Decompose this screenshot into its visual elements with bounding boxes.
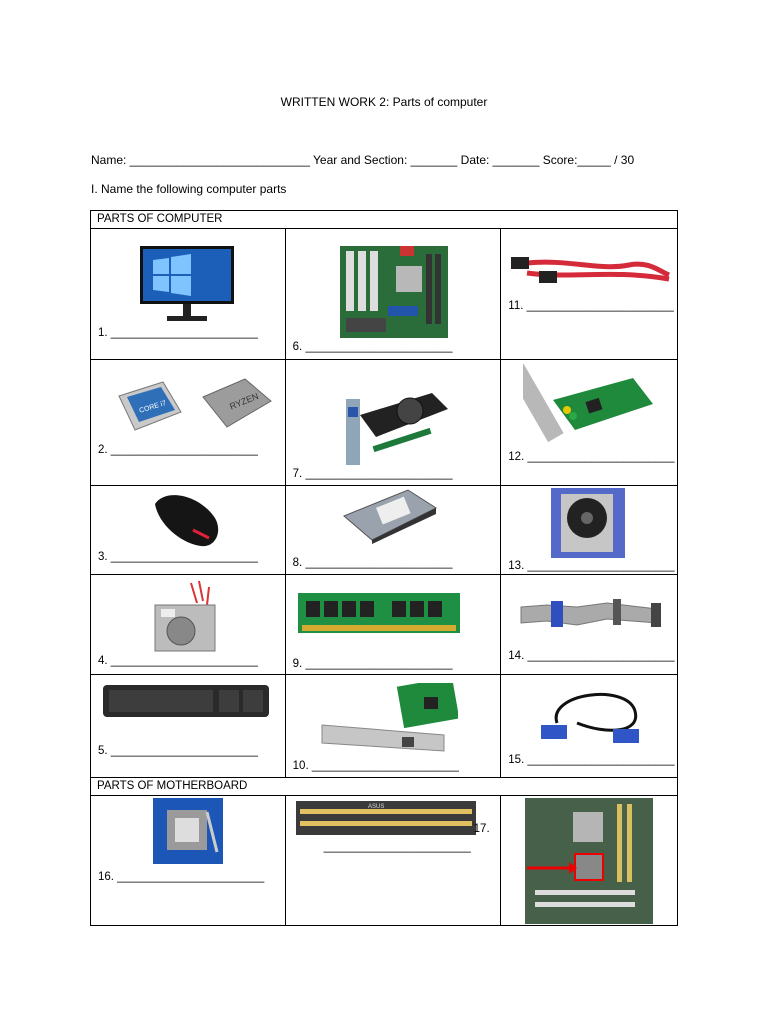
graphics-card-image [332,385,450,467]
answer-3[interactable]: 3. _______________________ [98,551,258,563]
cpu-amd-image: RYZEN [197,375,275,433]
answer-14[interactable]: 14. _______________________ [508,650,675,662]
answer-13[interactable]: 13. _______________________ [508,560,675,572]
keyboard-image [103,685,269,719]
network-card-image [320,683,458,755]
hard-drive-image [342,488,438,544]
answer-10[interactable]: 10. _______________________ [292,760,459,772]
cell-mouse: 3. _______________________ [90,485,286,575]
power-supply-image [151,579,223,653]
cell-ribbon-cable: 14. _______________________ [500,574,678,675]
cpu-socket-image [153,798,223,864]
cell-graphics-card: 7. _______________________ [284,359,502,486]
cell-processor: CORE i7 RYZEN 2. _______________________ [90,359,286,486]
answer-11[interactable]: 11. _______________________ [508,300,674,312]
answer-1[interactable]: 1. _______________________ [98,327,258,339]
cell-hard-drive: 8. _______________________ [284,485,502,575]
cell-motherboard: 6. _______________________ [284,228,502,360]
cpu-fan-image [551,488,626,558]
section-header-computer: PARTS OF COMPUTER [90,210,678,229]
cell-sata-cable: 11. _______________________ [500,228,678,360]
answer-17[interactable]: 17. [473,823,490,835]
section-header-motherboard: PARTS OF MOTHERBOARD [90,777,678,796]
answer-7[interactable]: 7. _______________________ [292,468,453,480]
cell-cpu-socket: 16. _______________________ [90,795,286,926]
cell-ram-slot: ASUS 17. _______________________ [284,795,502,926]
answer-17-line[interactable]: _______________________ [323,841,471,853]
sata-cable-image [509,249,674,289]
worksheet-title: WRITTEN WORK 2: Parts of computer [280,95,488,109]
ram-image [297,593,460,635]
answer-16[interactable]: 16. _______________________ [98,871,265,883]
cell-vga-cable: 15. _______________________ [500,674,678,778]
chipset-image [525,798,654,924]
cell-ram: 9. _______________________ [284,574,502,675]
cell-chipset [500,795,678,926]
sound-card-image [523,360,657,446]
answer-8[interactable]: 8. _______________________ [292,557,453,569]
cell-network-card: 10. _______________________ [284,674,502,778]
parts-table: PARTS OF COMPUTER 1. ___________________… [90,210,678,926]
cell-power-supply: 4. _______________________ [90,574,286,675]
vga-cable-image [537,683,643,747]
monitor-image [139,246,235,324]
cpu-intel-image: CORE i7 [109,378,189,434]
student-info-line: Name: ___________________________ Year a… [91,153,635,167]
answer-12[interactable]: 12. _______________________ [508,451,675,463]
mouse-image [149,490,223,550]
ribbon-cable-image [517,593,663,635]
answer-4[interactable]: 4. _______________________ [98,655,258,667]
answer-5[interactable]: 5. _______________________ [98,745,258,757]
cell-cpu-fan: 13. _______________________ [500,485,678,575]
cell-sound-card: 12. _______________________ [500,359,678,486]
answer-2[interactable]: 2. _______________________ [98,444,258,456]
answer-6[interactable]: 6. _______________________ [292,341,453,353]
ram-slot-brand: ASUS [368,804,384,810]
answer-15[interactable]: 15. _______________________ [508,754,675,766]
cell-keyboard: 5. _______________________ [90,674,286,778]
ram-slot-image: ASUS [295,801,476,835]
cell-monitor: 1. _______________________ [90,228,286,360]
instruction: I. Name the following computer parts [91,182,287,196]
answer-9[interactable]: 9. _______________________ [292,658,453,670]
motherboard-image [339,246,448,338]
